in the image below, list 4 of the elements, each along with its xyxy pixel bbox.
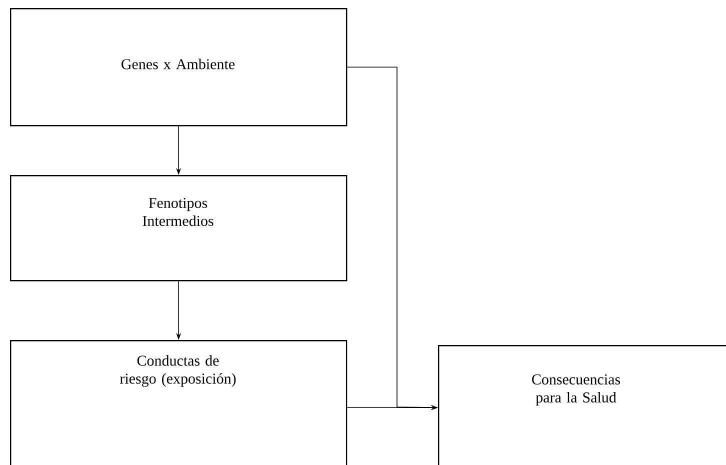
process-box: Fenotipos Intermedios xyxy=(10,175,348,282)
process-box: Conductas de riesgo (exposición) xyxy=(10,340,348,465)
process-box: Consecuencias para la Salud xyxy=(438,344,726,465)
process-box: Genes x Ambiente xyxy=(10,8,348,126)
